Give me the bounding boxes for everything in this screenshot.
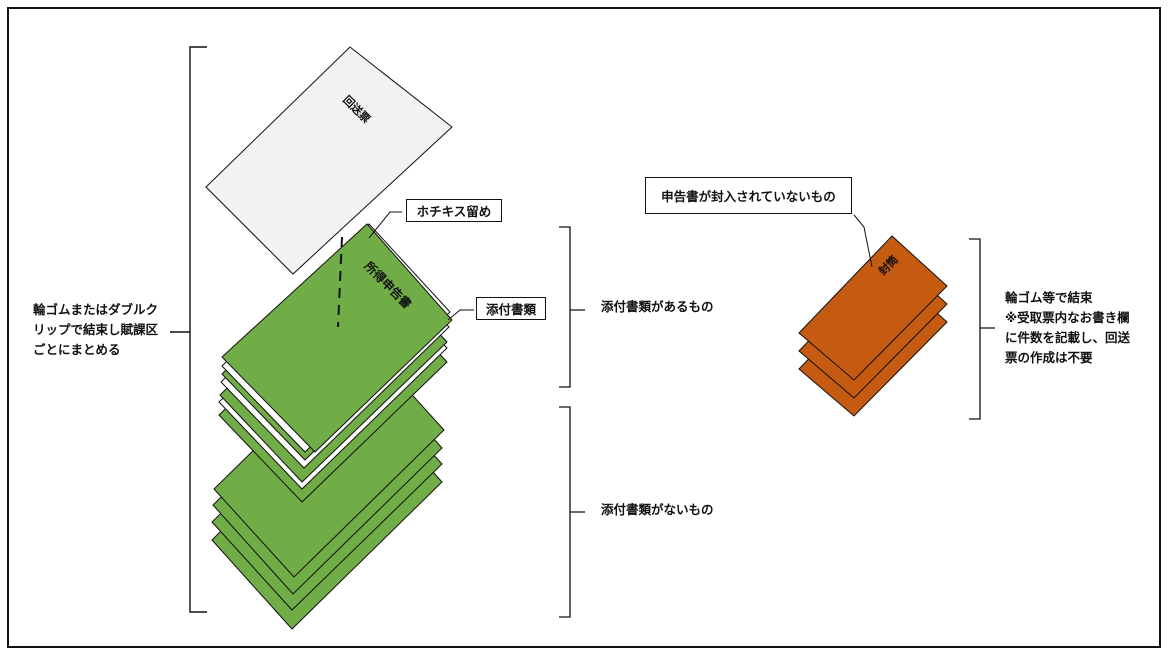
diagram-frame: 回送票 所得申告書 封筒 (7, 7, 1161, 648)
left-note-line-1: 輪ゴムまたはダブルク (33, 302, 159, 317)
left-note: 輪ゴムまたはダブルク リップで結束し賦課区 ごとにまとめる (33, 300, 158, 360)
cover-sheet (205, 46, 453, 275)
left-note-line-2: リップで結束し賦課区 (33, 322, 159, 337)
right-note-line-3: に件数を記載し、回送 (1005, 330, 1131, 345)
left-brace (170, 46, 207, 613)
right-brace (969, 238, 995, 420)
without-attachments-label: 添付書類がないもの (601, 502, 714, 517)
attachment-sheet-stack (218, 223, 453, 503)
envelope-1 (798, 235, 948, 381)
attachment-leader (447, 309, 474, 321)
envelope-stack (798, 235, 948, 417)
stapler-callout: ホチキス留め (406, 199, 502, 222)
right-note: 輪ゴム等で結束 ※受取票内なお書き欄 に件数を記載し、回送 票の作成は不要 (1005, 288, 1130, 368)
attachment-callout: 添付書類 (476, 297, 546, 320)
right-note-line-2: ※受取票内なお書き欄 (1005, 310, 1130, 325)
with-attachments-brace (559, 226, 585, 388)
right-note-line-4: 票の作成は不要 (1005, 350, 1093, 365)
left-note-line-3: ごとにまとめる (33, 342, 121, 357)
stapler-leader (368, 211, 402, 239)
right-note-line-1: 輪ゴム等で結束 (1005, 290, 1093, 305)
without-attachments-brace (559, 406, 585, 618)
no-return-callout: 申告書が封入されていないもの (645, 177, 852, 214)
staple-line (337, 236, 343, 328)
no-return-leader (853, 214, 873, 268)
tax-return-sheet (221, 223, 453, 453)
with-attachments-label: 添付書類があるもの (601, 299, 714, 314)
diagram-canvas: 回送票 所得申告書 封筒 (170, 46, 995, 630)
